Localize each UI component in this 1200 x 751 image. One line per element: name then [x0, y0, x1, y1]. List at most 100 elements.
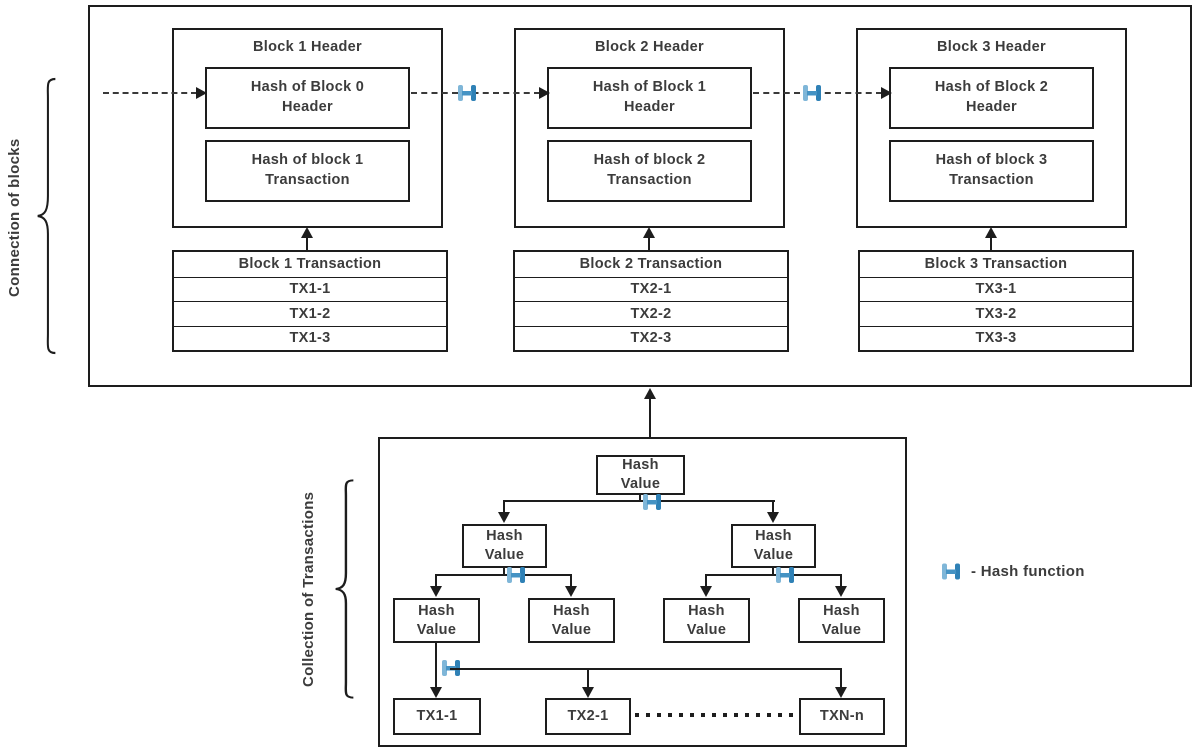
merkle-leaf-line [450, 668, 842, 670]
chain-link-arrowhead [881, 87, 892, 99]
block-1-transaction-table: Block 1 Transaction TX1-1 TX1-2 TX1-3 [172, 250, 448, 352]
hash-function-icon [776, 567, 794, 583]
block-1-table-arrow-line [306, 236, 308, 250]
merkle-leaf-label: TX2-1 [567, 708, 609, 725]
block-2-transaction-table-title: Block 2 Transaction [579, 256, 723, 273]
merkle-leaf-arrowhead [430, 687, 442, 698]
merkle-level2-node: Hash Value [462, 524, 547, 568]
collection-of-transactions-label: Collection of Transactions [300, 491, 317, 687]
hash-function-icon [507, 567, 525, 583]
table-row: TX1-2 [174, 301, 446, 326]
merkle-leaf-node: TX2-1 [545, 698, 631, 735]
merkle-branch-arrowhead [767, 512, 779, 523]
block-3-transaction-table: Block 3 Transaction TX3-1 TX3-2 TX3-3 [858, 250, 1134, 352]
table-row: TX3-2 [860, 301, 1132, 326]
table-row: TX3-1 [860, 276, 1132, 302]
merkle-branch-arrowhead [498, 512, 510, 523]
block-3-tx-hash-label: Hash of block 3 Transaction [935, 152, 1048, 188]
hash-function-icon [643, 494, 661, 510]
merkle-branch-line [772, 500, 774, 513]
merkle-branch-arrowhead [700, 586, 712, 597]
merkle-level3-node: Hash Value [663, 598, 750, 643]
merkle-level3-label: Hash Value [416, 602, 457, 638]
merkle-root-node: Hash Value [596, 455, 685, 495]
connection-of-blocks-brace [36, 77, 57, 355]
block-3-prev-hash-label: Hash of Block 2 Header [934, 79, 1049, 115]
merkle-leaf-arrowhead [835, 687, 847, 698]
leaf-ellipsis-dotted-line [635, 713, 795, 717]
merkle-branch-line [706, 574, 842, 576]
block-1-transaction-table-title: Block 1 Transaction [238, 256, 382, 273]
block-1-table-arrowhead [301, 227, 313, 238]
hash-function-icon [803, 85, 821, 101]
merkle-to-chain-arrowhead [644, 388, 656, 399]
hash-function-icon [942, 563, 960, 580]
block-2-header-title: Block 2 Header [595, 39, 704, 55]
chain-link-arrowhead [539, 87, 550, 99]
chain-link-arrowhead [196, 87, 207, 99]
block-1-tx-hash-box: Hash of block 1 Transaction [205, 140, 410, 202]
merkle-branch-arrowhead [565, 586, 577, 597]
merkle-leaf-node: TX1-1 [393, 698, 481, 735]
block-2-tx-hash-box: Hash of block 2 Transaction [547, 140, 752, 202]
block-3-transaction-table-title: Block 3 Transaction [924, 256, 1068, 273]
chain-link-dashed-line [103, 92, 197, 94]
merkle-level3-label: Hash Value [686, 602, 727, 638]
merkle-leaf-label: TX1-1 [416, 708, 458, 725]
merkle-branch-line [772, 568, 774, 574]
merkle-root-stub-line [639, 495, 641, 501]
table-row: TX2-1 [515, 276, 787, 302]
block-3-tx-hash-box: Hash of block 3 Transaction [889, 140, 1094, 202]
merkle-branch-line [435, 574, 437, 587]
block-2-table-arrow-line [648, 236, 650, 250]
table-row: TX3-3 [860, 325, 1132, 351]
merkle-branch-line [436, 574, 572, 576]
block-2-table-arrowhead [643, 227, 655, 238]
merkle-root-branch-line [504, 500, 775, 502]
block-3-prev-hash-box: Hash of Block 2 Header [889, 67, 1094, 129]
block-3-table-arrowhead [985, 227, 997, 238]
legend-text: - Hash function [971, 563, 1085, 580]
merkle-level3-label: Hash Value [551, 602, 592, 638]
merkle-branch-line [503, 500, 505, 513]
collection-of-transactions-brace [334, 479, 355, 699]
merkle-level3-node: Hash Value [798, 598, 885, 643]
block-2-transaction-table: Block 2 Transaction TX2-1 TX2-2 TX2-3 [513, 250, 789, 352]
merkle-leaf-line [840, 668, 842, 687]
block-3-header-title: Block 3 Header [937, 39, 1046, 55]
block-1-prev-hash-box: Hash of Block 0 Header [205, 67, 410, 129]
merkle-leaf-line [587, 668, 589, 687]
block-1-header-title: Block 1 Header [253, 39, 362, 55]
block-2-tx-hash-label: Hash of block 2 Transaction [593, 152, 706, 188]
merkle-branch-line [503, 568, 505, 574]
table-row: TX2-3 [515, 325, 787, 351]
merkle-level3-node: Hash Value [528, 598, 615, 643]
merkle-level3-node: Hash Value [393, 598, 480, 643]
merkle-leaf-node: TXN-n [799, 698, 885, 735]
merkle-level2-label: Hash Value [484, 528, 525, 563]
hash-function-icon [458, 85, 476, 101]
merkle-leaf-arrowhead [582, 687, 594, 698]
block-3-header-box: Block 3 Header Hash of Block 2 Header Ha… [856, 28, 1127, 228]
block-1-prev-hash-label: Hash of Block 0 Header [250, 79, 365, 115]
block-2-prev-hash-label: Hash of Block 1 Header [592, 79, 707, 115]
merkle-leaf-line [435, 643, 437, 688]
merkle-branch-line [570, 574, 572, 587]
block-1-tx-hash-label: Hash of block 1 Transaction [251, 152, 364, 188]
merkle-level2-label: Hash Value [753, 528, 794, 563]
merkle-level3-label: Hash Value [821, 602, 862, 638]
block-2-prev-hash-box: Hash of Block 1 Header [547, 67, 752, 129]
table-row: TX1-3 [174, 325, 446, 351]
merkle-branch-line [705, 574, 707, 587]
block-3-table-arrow-line [990, 236, 992, 250]
block-1-header-box: Block 1 Header Hash of Block 0 Header Ha… [172, 28, 443, 228]
merkle-branch-line [840, 574, 842, 587]
legend: - Hash function [941, 562, 1085, 581]
block-2-header-box: Block 2 Header Hash of Block 1 Header Ha… [514, 28, 785, 228]
table-row: TX1-1 [174, 276, 446, 302]
merkle-branch-arrowhead [430, 586, 442, 597]
merkle-leaf-label: TXN-n [819, 708, 865, 725]
merkle-level2-node: Hash Value [731, 524, 816, 568]
connection-of-blocks-label: Connection of blocks [6, 138, 23, 298]
